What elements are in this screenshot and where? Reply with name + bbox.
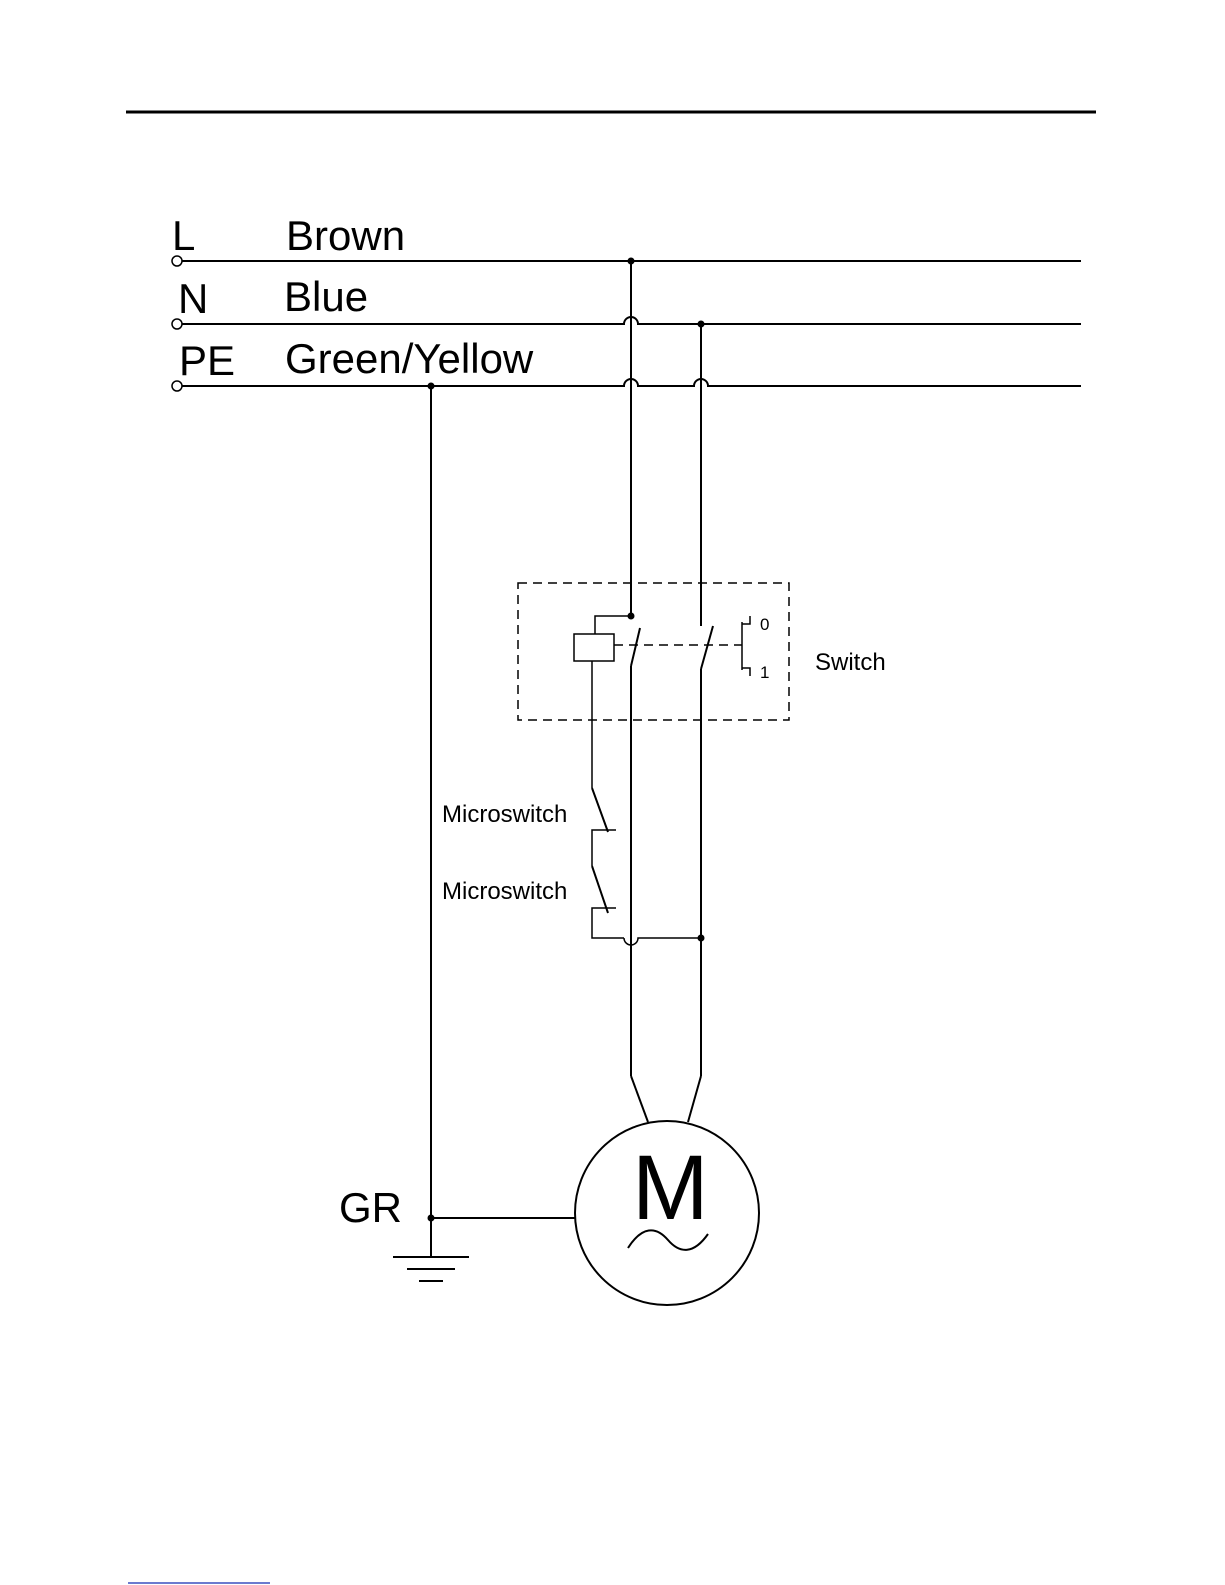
wire-microswitch-return: [624, 938, 701, 945]
switch-actuator-icon: [742, 616, 750, 676]
motor-lead-L: [631, 1076, 648, 1122]
motor-label: M: [632, 1137, 709, 1239]
microswitch-2-blade: [592, 866, 608, 913]
conductor-N-code: N: [178, 275, 208, 322]
microswitch-1-blade: [592, 788, 608, 832]
switch-contact-L: [631, 628, 640, 666]
switch-enclosure: [518, 583, 789, 720]
microswitch-2-label: Microswitch: [442, 878, 567, 905]
ground-label: GR: [339, 1184, 402, 1231]
ground-icon: [393, 1257, 469, 1281]
conductor-N-color: Blue: [284, 273, 368, 320]
relay-coil: [574, 634, 614, 661]
microswitch-1-contact: [592, 830, 616, 866]
conductor-PE-code: PE: [179, 337, 235, 384]
conductor-L-color: Brown: [286, 212, 405, 259]
terminal-N: [172, 319, 182, 329]
switch-label: Switch: [815, 649, 886, 676]
conductor-L-code: L: [172, 212, 195, 259]
terminal-PE: [172, 381, 182, 391]
motor-lead-N: [688, 1076, 701, 1122]
junction-N-return: [698, 935, 705, 942]
switch-contact-N: [701, 626, 713, 669]
terminal-L: [172, 256, 182, 266]
wire-coil-feed: [595, 616, 631, 634]
switch-position-0: 0: [760, 615, 769, 634]
conductor-PE-color: Green/Yellow: [285, 335, 534, 382]
microswitch-1-label: Microswitch: [442, 801, 567, 828]
switch-position-1: 1: [760, 663, 769, 682]
